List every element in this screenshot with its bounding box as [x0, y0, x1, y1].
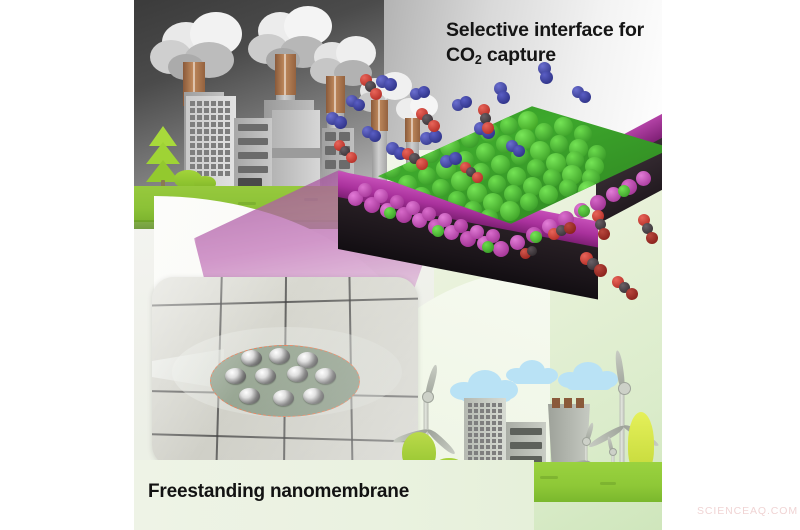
- smokestack-4: [371, 100, 388, 190]
- scientific-figure: Selective interface for CO2 capture Free…: [134, 0, 662, 530]
- factory-tower-stripe: [272, 148, 320, 158]
- title-line-1: Selective interface for: [446, 19, 645, 41]
- freestanding-nanomembrane-photograph: [152, 277, 418, 467]
- inset-glass-sheen: [152, 277, 418, 467]
- caption-band: [134, 460, 534, 530]
- title-co2-subscript: 2: [474, 52, 482, 67]
- figure-caption: Freestanding nanomembrane: [148, 481, 410, 502]
- factory-tower-windows: [186, 96, 236, 192]
- clean-tower-stack-3: [576, 398, 584, 408]
- title-co2-prefix: CO: [446, 43, 475, 66]
- clean-tower-stack-1: [552, 398, 560, 408]
- watermark: SCIENCEAQ.COM: [697, 505, 798, 517]
- title-line-2-suffix: capture: [481, 43, 556, 66]
- clean-tower-stack-2: [564, 398, 572, 408]
- figure-title: Selective interface for CO2 capture: [446, 18, 662, 68]
- wind-turbine-2: [587, 349, 661, 492]
- factory-building-bands: [234, 118, 272, 192]
- pine-tree-1: [146, 126, 180, 192]
